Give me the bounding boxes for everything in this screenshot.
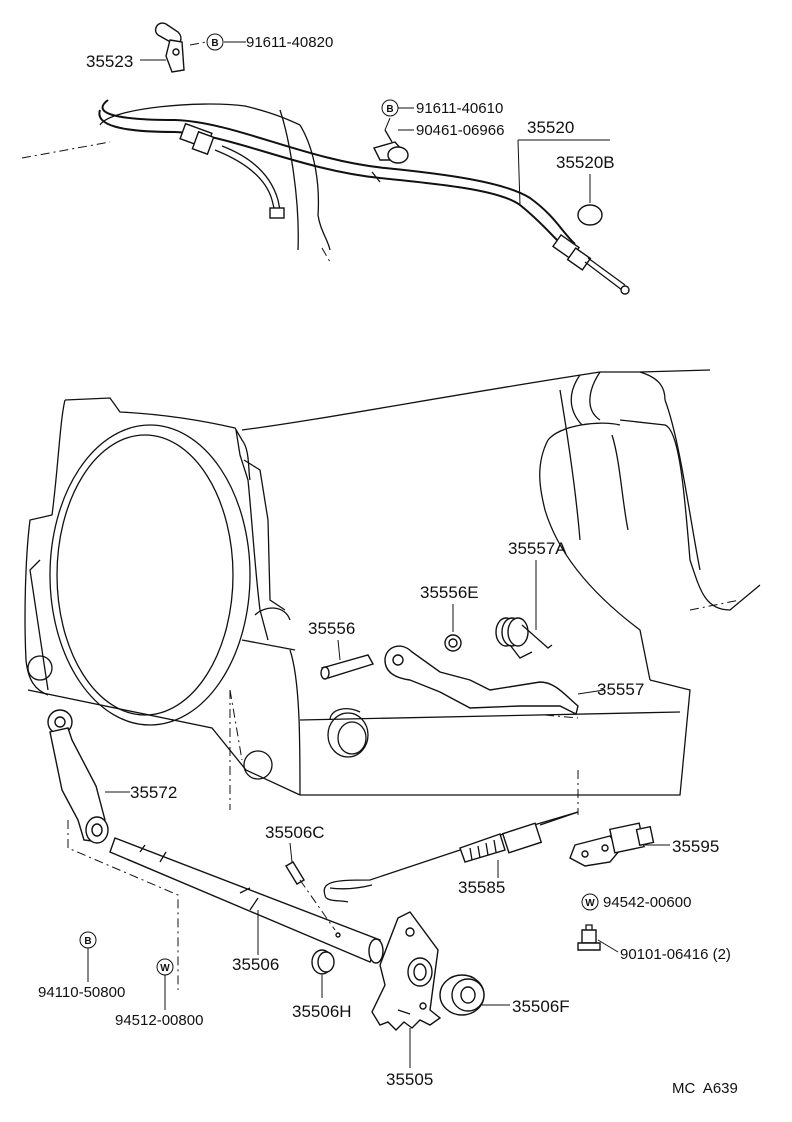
cable-clamp-90461 [372, 129, 409, 164]
bolt-symbol-text-2: B [386, 104, 393, 115]
label-35557: 35557 [597, 680, 644, 699]
reference-code: MC A639 [672, 1080, 738, 1097]
cable-clamp-35523 [154, 22, 185, 73]
label-90101-06416: 90101-06416 (2) [620, 946, 731, 963]
label-35585: 35585 [458, 878, 505, 897]
seal-35506F [439, 974, 485, 1016]
label-35556E: 35556E [420, 583, 479, 602]
label-35520B: 35520B [556, 153, 615, 172]
lever-35557 [384, 645, 579, 815]
bolt-symbol-1: B [206, 33, 224, 51]
label-94110-50800: 94110-50800 [38, 984, 125, 1001]
bolt-symbol-text-1: B [211, 38, 218, 49]
washer-symbol-2: W [581, 893, 599, 911]
bolt-symbol-3: B [79, 931, 97, 949]
lever-35572 [47, 709, 179, 990]
label-35505: 35505 [386, 1070, 433, 1089]
washer-symbol-text-2: W [585, 898, 595, 909]
cable-35585 [323, 811, 579, 903]
throttle-cable [98, 99, 630, 295]
label-90461-06966: 90461-06966 [416, 122, 504, 139]
pin-35506C [285, 861, 336, 931]
detent-plate-35505 [371, 911, 442, 1031]
bolt-symbol-text-3: B [84, 936, 91, 947]
label-35506: 35506 [232, 955, 279, 974]
shaft-35506 [109, 837, 384, 964]
spring-35557A [495, 617, 553, 659]
transmission-case [24, 369, 761, 810]
label-35557A: 35557A [508, 539, 567, 558]
bolt-symbol-2: B [381, 99, 399, 117]
label-35572: 35572 [130, 783, 177, 802]
label-91611-40610: 91611-40610 [416, 100, 503, 117]
o-ring-35520B [577, 204, 603, 226]
label-35506C: 35506C [265, 823, 325, 842]
label-35520: 35520 [527, 118, 574, 137]
label-94542-00600: 94542-00600 [603, 894, 691, 911]
pin-35556 [320, 654, 375, 680]
bolt-90101 [577, 924, 601, 951]
label-35595: 35595 [672, 837, 719, 856]
collar-35506H [311, 949, 335, 975]
washer-symbol-text-1: W [160, 963, 170, 974]
label-35556: 35556 [308, 619, 355, 638]
clip-35556E [444, 634, 462, 652]
label-91611-40820: 91611-40820 [246, 34, 333, 51]
label-35506H: 35506H [292, 1002, 352, 1021]
upper-housing-outline [21, 103, 331, 263]
label-35506F: 35506F [512, 997, 570, 1016]
label-94512-00800: 94512-00800 [115, 1012, 203, 1029]
washer-symbol-1: W [156, 958, 174, 976]
bracket-35595 [569, 822, 655, 867]
leader-lines [87, 41, 670, 1068]
label-35523: 35523 [86, 52, 133, 71]
